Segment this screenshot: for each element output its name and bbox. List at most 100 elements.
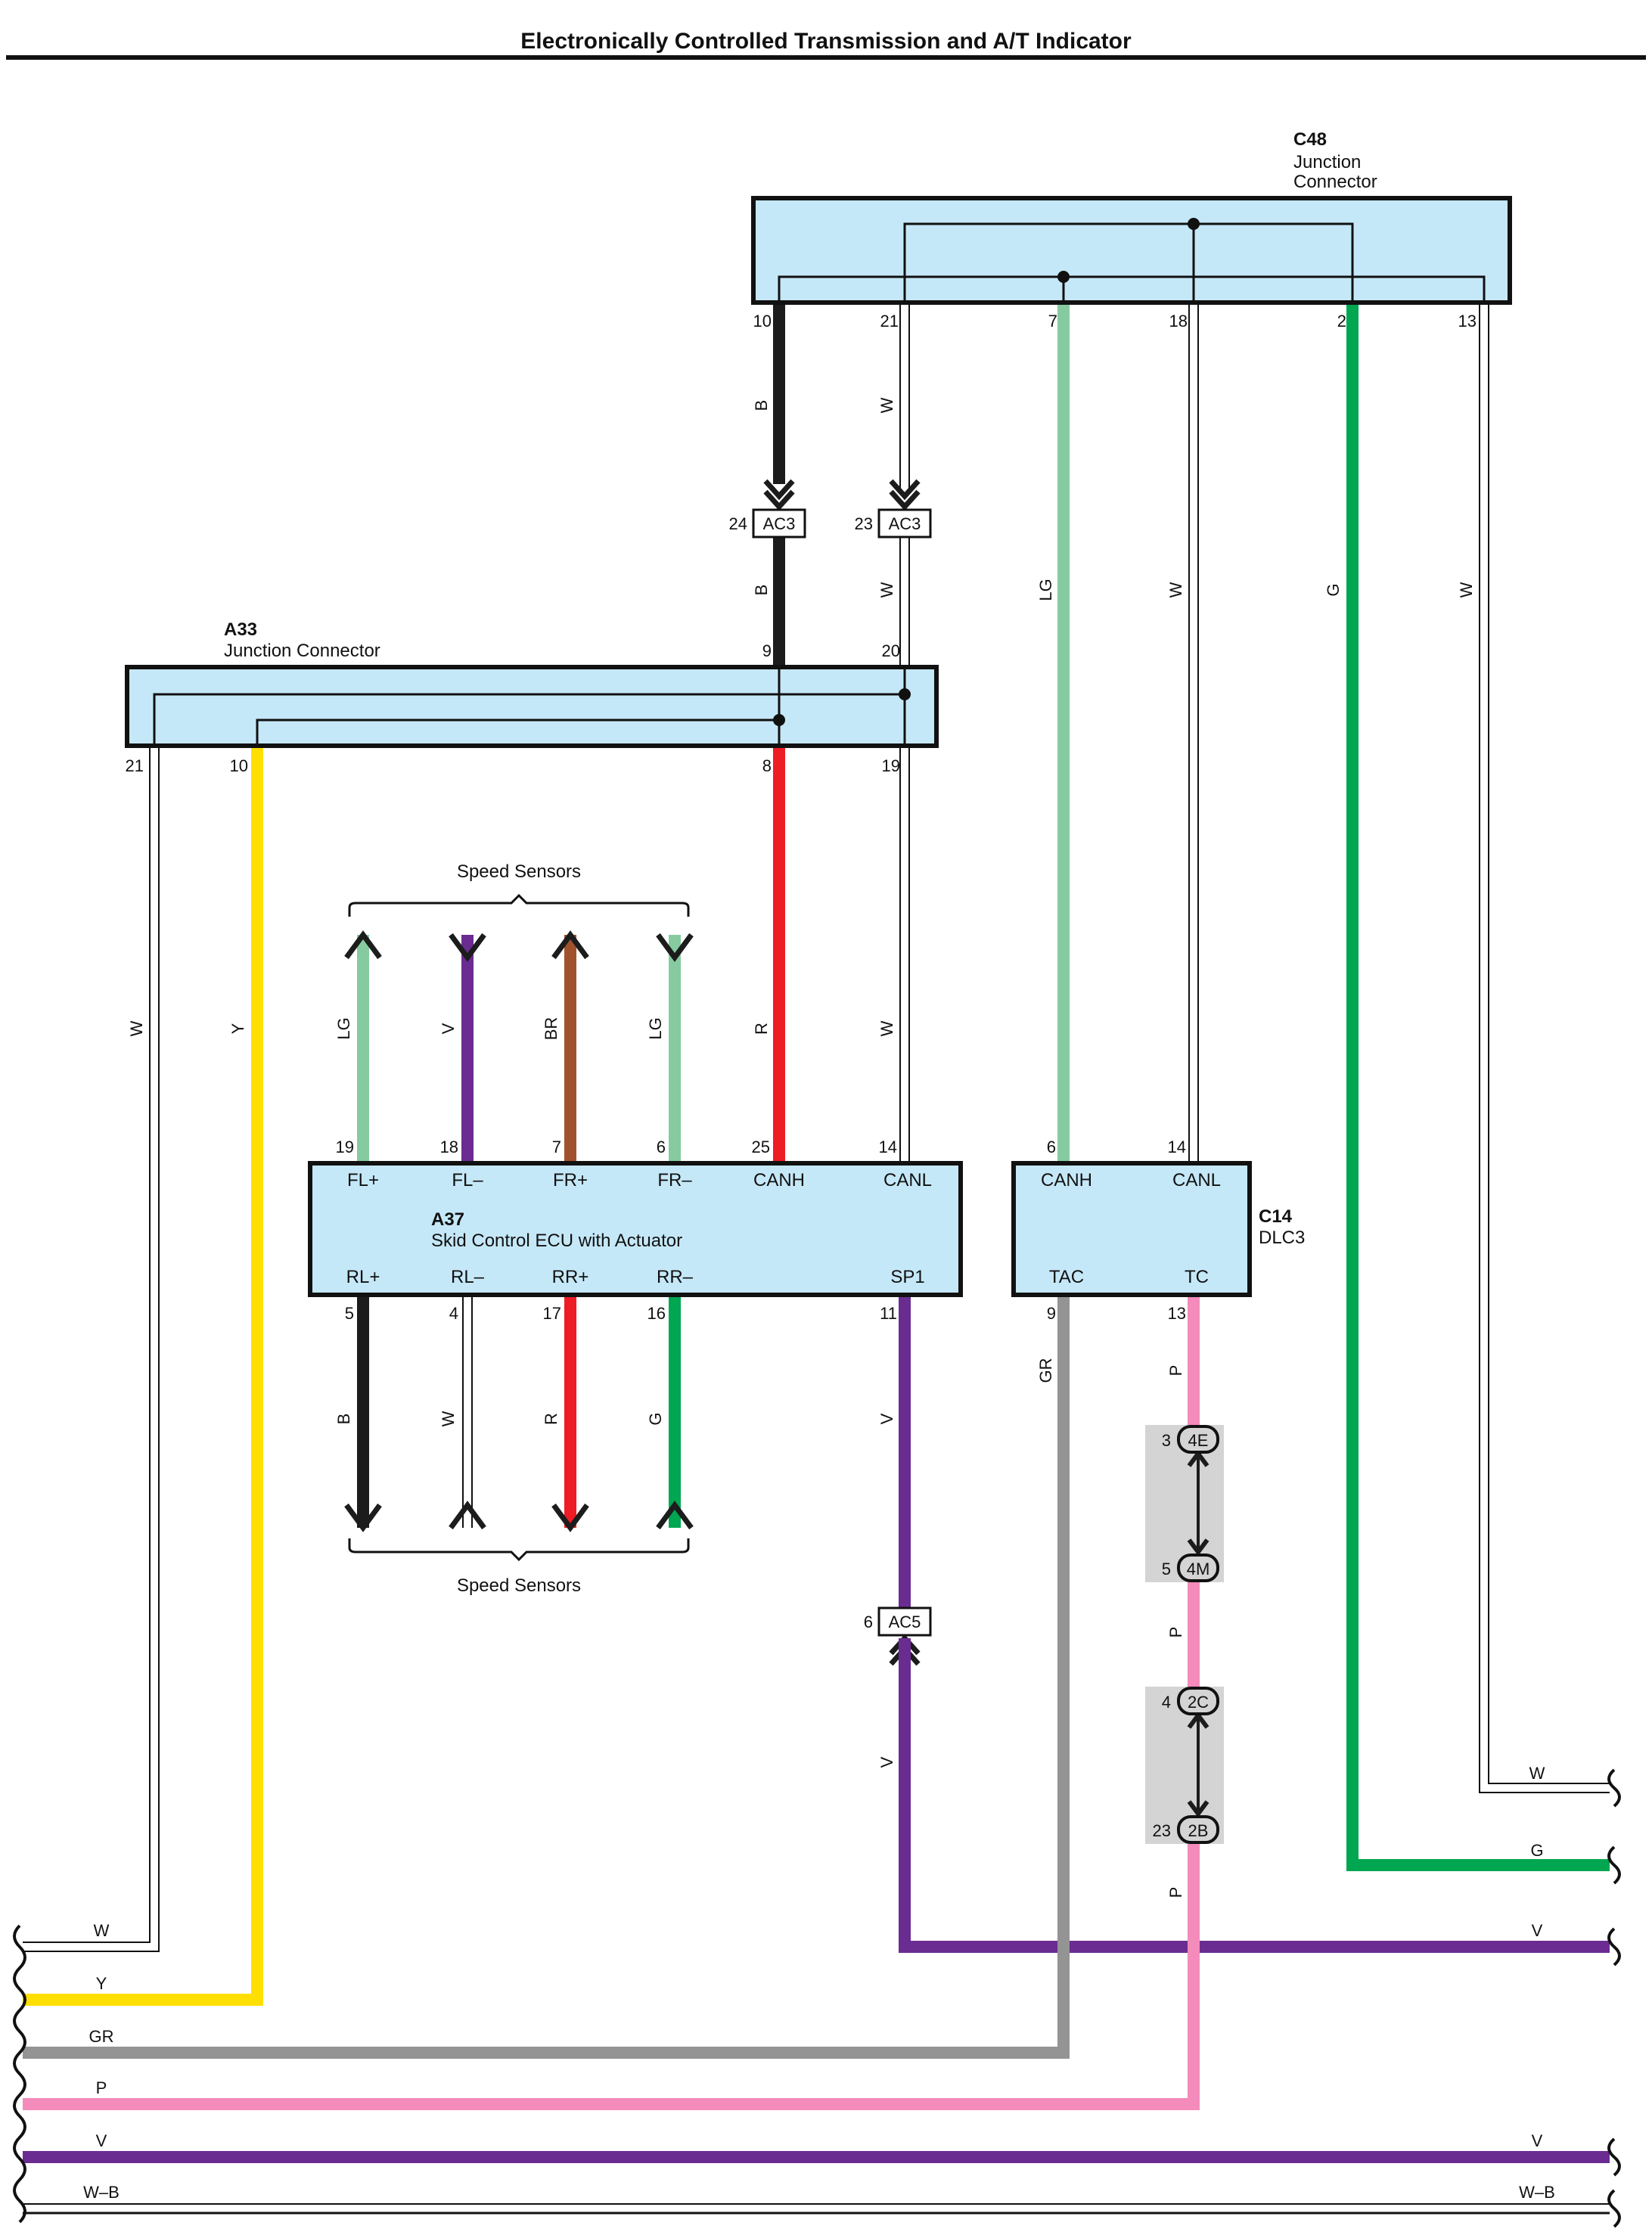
a37-term-canl: CANL	[883, 1170, 932, 1190]
continuation-right-bus-wb	[1607, 2189, 1621, 2228]
c14-term-tac: TAC	[1049, 1267, 1084, 1287]
label-tc-a: P	[1166, 1365, 1185, 1377]
c14-term-tc: TC	[1185, 1267, 1209, 1287]
bus-label-right-w: W	[1529, 1764, 1545, 1783]
a37-term-fr-plus: FR+	[553, 1170, 588, 1190]
wire-c48-13-w	[1480, 303, 1610, 1792]
continuation-right-g	[1607, 1845, 1621, 1885]
a37-pin-11: 11	[880, 1304, 897, 1323]
speed-sensors-bottom-label: Speed Sensors	[457, 1575, 581, 1596]
wire-a33-21-w-outline	[23, 746, 160, 1952]
a37-term-rr-plus: RR+	[552, 1267, 589, 1287]
connector-4e-label: 4E	[1188, 1431, 1209, 1450]
label-c48-13: W	[1457, 582, 1476, 598]
ac5-label: AC5	[889, 1613, 921, 1631]
label-a33-19: W	[877, 1020, 896, 1036]
connector-4m	[1177, 1554, 1219, 1582]
a37-term-fl-plus: FL+	[347, 1170, 379, 1190]
c14-pin-14: 14	[1168, 1138, 1186, 1156]
a37-pin-7: 7	[552, 1138, 561, 1156]
bus-label-wb-right: W–B	[1519, 2183, 1555, 2202]
arrow-down-fl-minus	[449, 933, 486, 962]
connector-2c-pin: 4	[1162, 1693, 1171, 1712]
bus-label-left-gr: GR	[89, 2027, 114, 2046]
label-c48-18: W	[1166, 582, 1185, 598]
ac5-box	[877, 1606, 932, 1637]
c14-term-canh: CANH	[1041, 1170, 1092, 1190]
connector-2c-label: 2C	[1188, 1693, 1209, 1712]
c14-pin-9: 9	[1047, 1304, 1056, 1323]
a37-term-rr-minus: RR–	[657, 1267, 694, 1287]
c48-name-line2: Connector	[1293, 172, 1377, 192]
connector-4m-label: 4M	[1187, 1560, 1210, 1578]
a37-box	[308, 1161, 963, 1297]
c48-pin-7: 7	[1048, 312, 1057, 331]
label-a33-21: W	[127, 1020, 146, 1036]
ac3-b-label: AC3	[763, 514, 796, 533]
bus-label-left-y: Y	[96, 1974, 107, 1993]
label-tc-b: P	[1166, 1627, 1185, 1638]
c14-dlc3: CANH CANL TAC TC C14 DLC3 6 14 9 13	[1011, 1138, 1305, 1323]
continuation-right-w	[1607, 1768, 1621, 1808]
c14-ref: C14	[1259, 1206, 1293, 1227]
a37-term-sp1: SP1	[890, 1267, 924, 1287]
a33-splice-dot-9	[773, 714, 785, 726]
a33-pin-8: 8	[762, 756, 772, 775]
arrow-up-rr-minus	[656, 1501, 694, 1530]
connector-2c	[1177, 1687, 1219, 1715]
arrow-up-fr-plus	[551, 930, 589, 960]
arrow-up-rl-minus	[449, 1501, 486, 1530]
continuation-left	[13, 1924, 26, 2224]
label-fl-plus: LG	[334, 1017, 353, 1039]
c48-pin-2: 2	[1337, 312, 1346, 331]
a33-pin-21: 21	[126, 756, 144, 775]
bus-label-v-left: V	[96, 2131, 107, 2150]
ac3-w-pin: 23	[855, 514, 873, 533]
label-a33-10: Y	[228, 1023, 247, 1034]
label-fl-minus: V	[439, 1023, 458, 1034]
label-fr-minus: LG	[646, 1017, 665, 1039]
a37-pin-16: 16	[647, 1304, 666, 1323]
a37-term-fl-minus: FL–	[452, 1170, 483, 1190]
c48-pin-13: 13	[1458, 312, 1477, 331]
wire-c48-13-w-outline	[1479, 303, 1610, 1793]
c14-term-canl: CANL	[1172, 1170, 1221, 1190]
label-tc-c: P	[1166, 1887, 1185, 1898]
a33-ref: A33	[224, 619, 257, 640]
connector-arrow-ac3-w-2	[889, 489, 921, 511]
label-a33-8: R	[752, 1023, 771, 1035]
label-sp1-a: V	[877, 1413, 896, 1424]
a37-term-fr-minus: FR–	[657, 1170, 692, 1190]
wire-sp1-v-lower	[899, 1638, 1610, 1953]
wire-c48-2-g	[1346, 303, 1610, 1871]
label-fr-plus: BR	[542, 1017, 560, 1041]
wire-tc-p	[23, 1295, 1200, 2110]
link-4m-arrow	[1187, 1538, 1210, 1556]
a33-pin-20: 20	[882, 641, 900, 660]
speed-sensors-bottom-group: Speed Sensors	[348, 1538, 690, 1596]
label-c48-10-b: B	[752, 585, 771, 596]
arrow-up-fl-plus	[344, 930, 382, 960]
ac5-pin: 6	[864, 1613, 873, 1631]
c48-box	[751, 196, 1512, 305]
label-c48-10-a: B	[752, 400, 771, 411]
label-rr-plus: R	[542, 1413, 560, 1425]
speed-sensors-top-bracket	[348, 893, 690, 917]
ac3-w-box	[877, 508, 932, 539]
ac3-connector-w: AC3 23	[855, 508, 932, 539]
connector-2b-label: 2B	[1188, 1821, 1209, 1840]
c48-junction-connector: C48 Junction Connector 10 21 7 18 2 13	[751, 129, 1512, 331]
c48-pin-21: 21	[880, 312, 899, 331]
c14-name: DLC3	[1259, 1228, 1305, 1248]
ac5-connector: AC5 6	[864, 1606, 932, 1637]
c48-ref: C48	[1293, 129, 1327, 150]
a37-pin-6: 6	[657, 1138, 666, 1156]
c48-splice-dot-18	[1188, 218, 1200, 230]
continuation-marks	[13, 1768, 1621, 2228]
label-sp1-b: V	[877, 1756, 896, 1768]
connector-group-4e-4m: 4E 3 4M 5	[1145, 1425, 1224, 1582]
ac3-b-box	[752, 508, 806, 539]
c48-bus-a	[903, 222, 1354, 303]
connector-4m-pin: 5	[1162, 1560, 1171, 1578]
